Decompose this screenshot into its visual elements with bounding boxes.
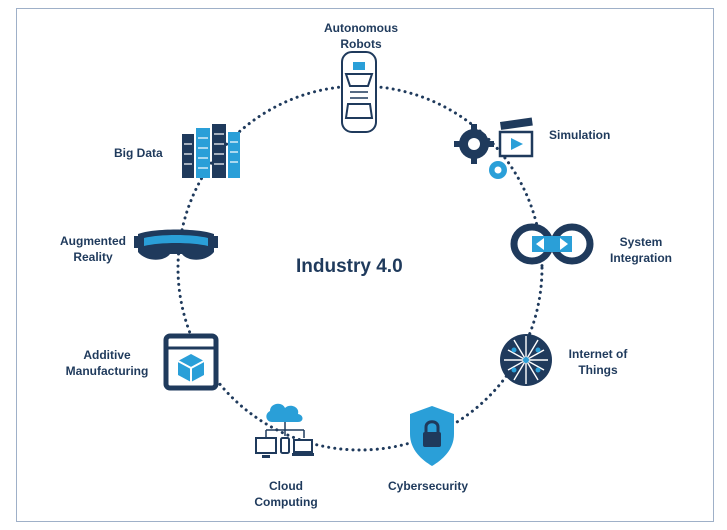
- shield-lock-icon: [410, 406, 454, 466]
- node-label-simulation: Simulation: [549, 128, 611, 142]
- node-label-internet-of-things: Internet of Things: [568, 347, 628, 377]
- node-label-system-integration: System Integration: [610, 235, 672, 265]
- dotted-ring: [176, 84, 544, 452]
- 3d-printer-icon: [163, 333, 219, 391]
- car-icon: [341, 51, 377, 133]
- vr-headset-icon: [134, 229, 218, 260]
- node-label-cloud-computing: Cloud Computing: [254, 479, 318, 509]
- node-label-cybersecurity: Cybersecurity: [388, 479, 469, 493]
- cloud-devices-icon: [255, 403, 314, 458]
- gears-clapperboard-icon: [454, 117, 534, 179]
- node-label-augmented-reality: Augmented Reality: [60, 234, 126, 264]
- node-label-big-data: Big Data: [114, 146, 163, 160]
- node-label-additive-manufacturing: Additive Manufacturing: [65, 348, 149, 378]
- node-label-autonomous-robots: Autonomous Robots: [324, 21, 398, 51]
- center-title: Industry 4.0: [296, 256, 403, 277]
- server-racks-icon: [182, 124, 240, 178]
- linked-rings-icon: [510, 223, 594, 265]
- network-globe-icon: [500, 334, 552, 386]
